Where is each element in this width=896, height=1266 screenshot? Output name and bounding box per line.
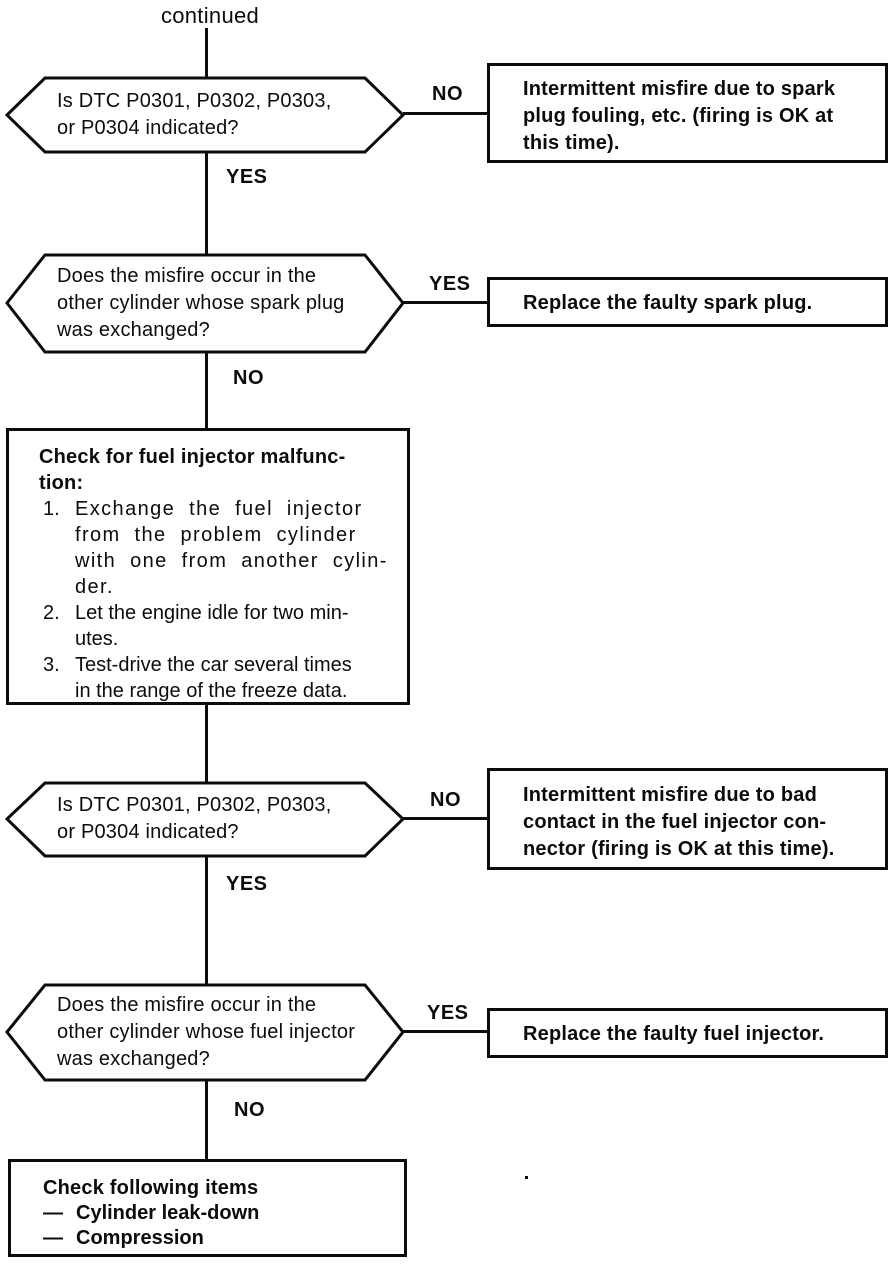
action-check-following-items: Check following items — Cylinder leak-do… <box>8 1159 407 1257</box>
check-item: — Compression <box>11 1226 398 1251</box>
check-item-text: Cylinder leak-down <box>76 1202 260 1224</box>
decision-dtc-indicated-2: Is DTC P0301, P0302, P0303, or P0304 ind… <box>5 781 405 858</box>
label-yes-decision4: YES <box>427 1002 469 1024</box>
result-text: Replace the faulty fuel injector. <box>523 1023 825 1045</box>
final-box-heading: Check following items <box>43 1177 259 1199</box>
connector-decision3-no <box>403 817 487 820</box>
decision-dtc-indicated-1: Is DTC P0301, P0302, P0303, or P0304 ind… <box>5 76 405 154</box>
flow-line-decision3-to-decision4 <box>205 857 208 984</box>
result-text: Intermittent misfire due to bad contact … <box>523 784 835 860</box>
action-step: 2. Let the engine idle for two min- utes… <box>9 600 401 652</box>
check-item: — Cylinder leak-down <box>11 1201 398 1226</box>
label-yes-decision3: YES <box>226 873 268 895</box>
decision-misfire-other-cylinder-fuel-injector: Does the misfire occur in the other cyli… <box>5 983 405 1082</box>
dash-bullet: — <box>43 1227 63 1249</box>
flow-line-decision1-to-decision2 <box>205 152 208 254</box>
result-text: Replace the faulty spark plug. <box>523 292 813 314</box>
result-replace-faulty-spark-plug: Replace the faulty spark plug. <box>487 277 888 327</box>
hexagon-shape <box>5 983 405 1082</box>
step-text: Let the engine idle for two min- utes. <box>75 602 349 650</box>
connector-decision4-yes <box>403 1030 487 1033</box>
scan-noise-dot <box>525 1176 528 1179</box>
check-item-text: Compression <box>76 1227 204 1249</box>
action-box-heading: Check for fuel injector malfunc- tion: <box>39 446 346 494</box>
flow-line-decision4-to-finalbox <box>205 1081 208 1160</box>
result-intermittent-misfire-spark-fouling: Intermittent misfire due to spark plug f… <box>487 63 888 163</box>
decision-misfire-other-cylinder-spark-plug: Does the misfire occur in the other cyli… <box>5 253 405 354</box>
step-number: 1. <box>43 498 60 520</box>
result-intermittent-misfire-injector-contact: Intermittent misfire due to bad contact … <box>487 768 888 870</box>
decision-text: Does the misfire occur in the other cyli… <box>57 265 345 341</box>
decision-text: Does the misfire occur in the other cyli… <box>57 994 356 1070</box>
hexagon-shape <box>5 76 405 154</box>
result-text: Intermittent misfire due to spark plug f… <box>523 78 836 154</box>
hexagon-shape <box>5 253 405 354</box>
connector-decision1-no <box>403 112 487 115</box>
action-step: 3. Test-drive the car several times in t… <box>9 652 401 704</box>
action-step: 1. Exchange the fuel injector from the p… <box>9 496 401 600</box>
flow-line-actionbox-to-decision3 <box>205 704 208 782</box>
continued-label: continued <box>160 3 260 28</box>
label-yes-decision2: YES <box>429 273 471 295</box>
step-number: 2. <box>43 602 60 624</box>
connector-decision2-yes <box>403 301 487 304</box>
decision-text: Is DTC P0301, P0302, P0303, or P0304 ind… <box>57 794 332 843</box>
decision-text: Is DTC P0301, P0302, P0303, or P0304 ind… <box>57 90 332 139</box>
label-no-decision2: NO <box>233 367 264 389</box>
hexagon-shape <box>5 781 405 858</box>
step-number: 3. <box>43 654 60 676</box>
label-yes-decision1: YES <box>226 166 268 188</box>
label-no-decision3: NO <box>430 789 461 811</box>
flow-line-continued-to-decision1 <box>205 28 208 77</box>
label-no-decision1: NO <box>432 83 463 105</box>
dash-bullet: — <box>43 1202 63 1224</box>
action-check-fuel-injector-malfunction: Check for fuel injector malfunc- tion: 1… <box>6 428 410 705</box>
flow-line-decision2-to-actionbox <box>205 352 208 429</box>
step-text: Exchange the fuel injector from the prob… <box>75 498 388 598</box>
result-replace-faulty-fuel-injector: Replace the faulty fuel injector. <box>487 1008 888 1058</box>
step-text: Test-drive the car several times in the … <box>75 654 352 702</box>
label-no-decision4: NO <box>234 1099 265 1121</box>
